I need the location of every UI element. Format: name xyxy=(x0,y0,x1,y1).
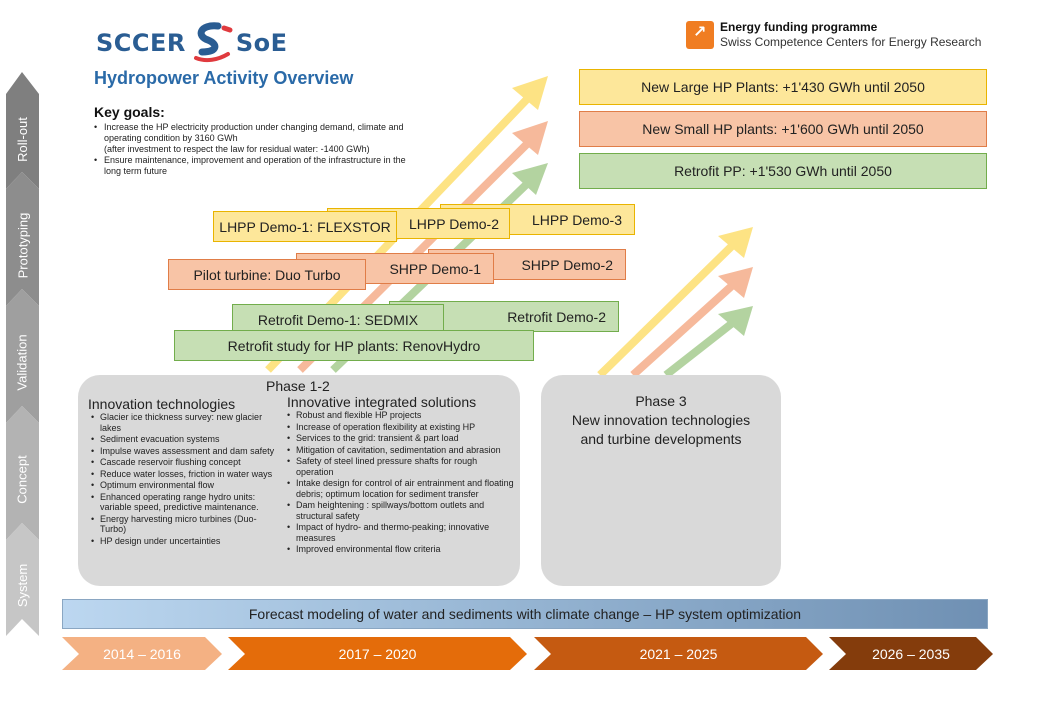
list-item: Glacier ice thickness survey: new glacie… xyxy=(90,412,276,433)
phase-3-text: Phase 3 New innovation technologies and … xyxy=(541,392,781,449)
key-goal-item: Ensure maintenance, improvement and oper… xyxy=(94,155,424,177)
innovation-technologies-heading: Innovation technologies xyxy=(88,396,236,412)
stage-label: Prototyping xyxy=(15,212,31,278)
stage-rollout: Roll-out xyxy=(6,94,39,184)
list-item: Robust and flexible HP projects xyxy=(286,410,514,421)
orange-arrow-head-phase3 xyxy=(718,267,753,298)
sccer-soe-logo: SCCER SoE xyxy=(96,22,288,66)
stage-system: System xyxy=(6,540,39,630)
list-item: Dam heightening : spillways/bottom outle… xyxy=(286,500,514,521)
goal-large-hp: New Large HP Plants: +1'430 GWh until 20… xyxy=(579,69,987,105)
stage-label: Concept xyxy=(15,454,31,504)
yellow-arrow-shaft-phase3 xyxy=(597,240,738,378)
list-item: Mitigation of cavitation, sedimentation … xyxy=(286,445,514,456)
list-item: Enhanced operating range hydro units: va… xyxy=(90,492,276,513)
list-item: HP design under uncertainties xyxy=(90,536,276,547)
orange-arrow-head-phase12 xyxy=(512,121,548,155)
stage-label: Roll-out xyxy=(15,116,31,162)
stage-concept: Concept xyxy=(6,423,39,535)
funding-line2: Swiss Competence Centers for Energy Rese… xyxy=(720,35,982,49)
green-arrow-head-phase3 xyxy=(718,306,753,336)
page-title: Hydropower Activity Overview xyxy=(94,68,354,88)
key-goal-text: Ensure maintenance, improvement and oper… xyxy=(104,155,406,176)
swoosh-icon xyxy=(193,22,233,63)
timeline-label-1: 2014 – 2016 xyxy=(103,645,181,662)
green-arrow-head-phase12 xyxy=(512,163,548,195)
stage-bg-system xyxy=(6,523,39,636)
list-item: Impulse waves assessment and dam safety xyxy=(90,446,276,457)
innovation-technologies-list: Glacier ice thickness survey: new glacie… xyxy=(90,412,276,547)
demo-lhpp-1: LHPP Demo-1: FLEXSTOR xyxy=(213,211,397,242)
timeline-label-4: 2026 – 2035 xyxy=(872,645,950,662)
list-item: Services to the grid: transient & part l… xyxy=(286,433,514,444)
key-goal-item: Increase the HP electricity production u… xyxy=(94,122,424,155)
logo-left-text: SCCER xyxy=(96,29,186,57)
stage-bg-prototyping xyxy=(6,172,39,306)
phase-3-box xyxy=(541,375,781,586)
key-goal-text: Increase the HP electricity production u… xyxy=(104,122,404,143)
timeline-label-2: 2017 – 2020 xyxy=(338,645,417,662)
timeline-chevrons xyxy=(62,637,993,670)
list-item: Reduce water losses, friction in water w… xyxy=(90,469,276,480)
list-item: Energy harvesting micro turbines (Duo-Tu… xyxy=(90,514,276,535)
stage-bg-validation xyxy=(6,289,39,423)
key-goals-list: Increase the HP electricity production u… xyxy=(94,122,424,177)
timeline-chevron-2 xyxy=(228,637,527,670)
orange-arrow-shaft-phase3 xyxy=(630,280,738,378)
timeline-chevron-4 xyxy=(829,637,993,670)
list-item: Sediment evacuation systems xyxy=(90,434,276,445)
stage-label: System xyxy=(15,563,30,607)
list-item: Safety of steel lined pressure shafts fo… xyxy=(286,456,514,477)
innovative-solutions-list: Robust and flexible HP projects Increase… xyxy=(286,410,514,556)
goal-retrofit: Retrofit PP: +1'530 GWh until 2050 xyxy=(579,153,987,189)
phase-3-line1: New innovation technologies xyxy=(571,412,751,428)
demo-pilot-turbine: Pilot turbine: Duo Turbo xyxy=(168,259,366,290)
list-item: Impact of hydro- and thermo-peaking; inn… xyxy=(286,522,514,543)
goal-small-hp: New Small HP plants: +1'600 GWh until 20… xyxy=(579,111,987,147)
timeline-chevron-3 xyxy=(534,637,823,670)
stage-validation: Validation xyxy=(6,306,39,418)
green-arrow-shaft-phase3 xyxy=(663,317,738,379)
phase-3-line2: and turbine developments xyxy=(580,431,742,447)
innovative-solutions-heading: Innovative integrated solutions xyxy=(287,394,477,410)
stage-bg-concept xyxy=(6,406,39,540)
key-goal-sub: (after investment to respect the law for… xyxy=(104,144,370,154)
phase-1-2-label: Phase 1-2 xyxy=(266,378,330,394)
phase-3-label: Phase 3 xyxy=(635,393,687,409)
yellow-arrow-head-phase3 xyxy=(718,227,753,258)
list-item: Improved environmental flow criteria xyxy=(286,544,514,555)
timeline-chevron-1 xyxy=(62,637,222,670)
demo-shpp-1: SHPP Demo-1 xyxy=(296,253,494,284)
list-item: Increase of operation flexibility at exi… xyxy=(286,422,514,433)
stage-prototyping: Prototyping xyxy=(6,189,39,301)
stage-column xyxy=(6,72,39,636)
funding-line1: Energy funding programme xyxy=(720,20,878,34)
stage-label: Validation xyxy=(15,333,31,391)
forecast-bar: Forecast modeling of water and sediments… xyxy=(62,599,988,629)
list-item: Cascade reservoir flushing concept xyxy=(90,457,276,468)
energy-funding-icon: ↗ xyxy=(686,21,714,49)
timeline-label-3: 2021 – 2025 xyxy=(639,645,718,662)
stage-bg-rollout xyxy=(6,72,39,189)
demo-retrofit-study: Retrofit study for HP plants: RenovHydro xyxy=(174,330,534,361)
list-item: Optimum environmental flow xyxy=(90,480,276,491)
logo-right-text: SoE xyxy=(235,29,288,57)
key-goals-heading: Key goals: xyxy=(94,104,165,120)
list-item: Intake design for control of air entrain… xyxy=(286,478,514,499)
yellow-arrow-head-phase12 xyxy=(512,76,548,110)
